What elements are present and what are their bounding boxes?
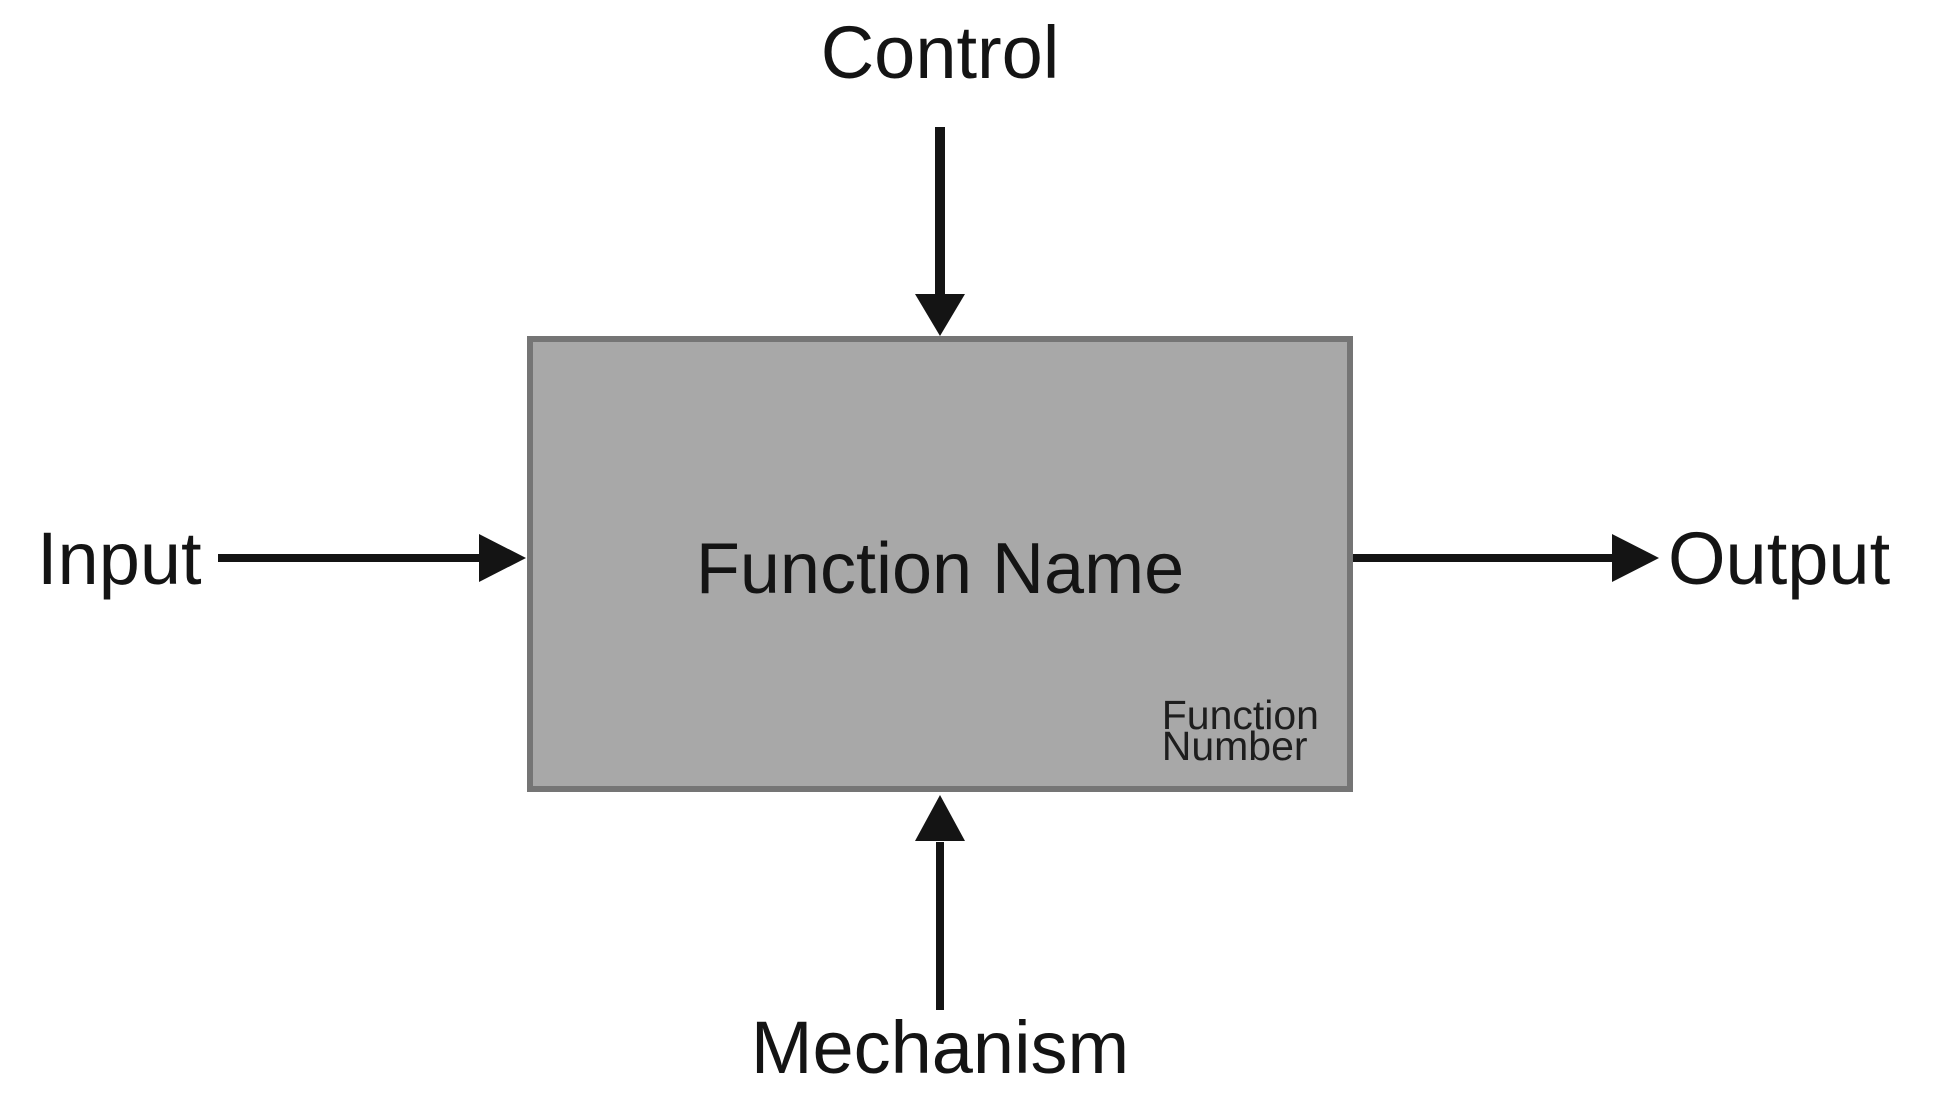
function-name-label: Function Name [695,529,1185,609]
mechanism-label: Mechanism [750,1006,1130,1089]
function-number-line1: Function [1161,691,1319,738]
function-number-line2: Number [1161,722,1308,769]
control-arrow [915,127,965,336]
output-arrow [1353,534,1659,582]
mechanism-arrow [915,795,965,1010]
input-arrow [218,534,526,582]
control-label: Control [820,11,1060,94]
output-label: Output [1668,517,1891,600]
input-label: Input [37,517,202,600]
function-number-label: Function Number [1161,691,1319,769]
function-box: Function Name Function Number [527,336,1353,792]
